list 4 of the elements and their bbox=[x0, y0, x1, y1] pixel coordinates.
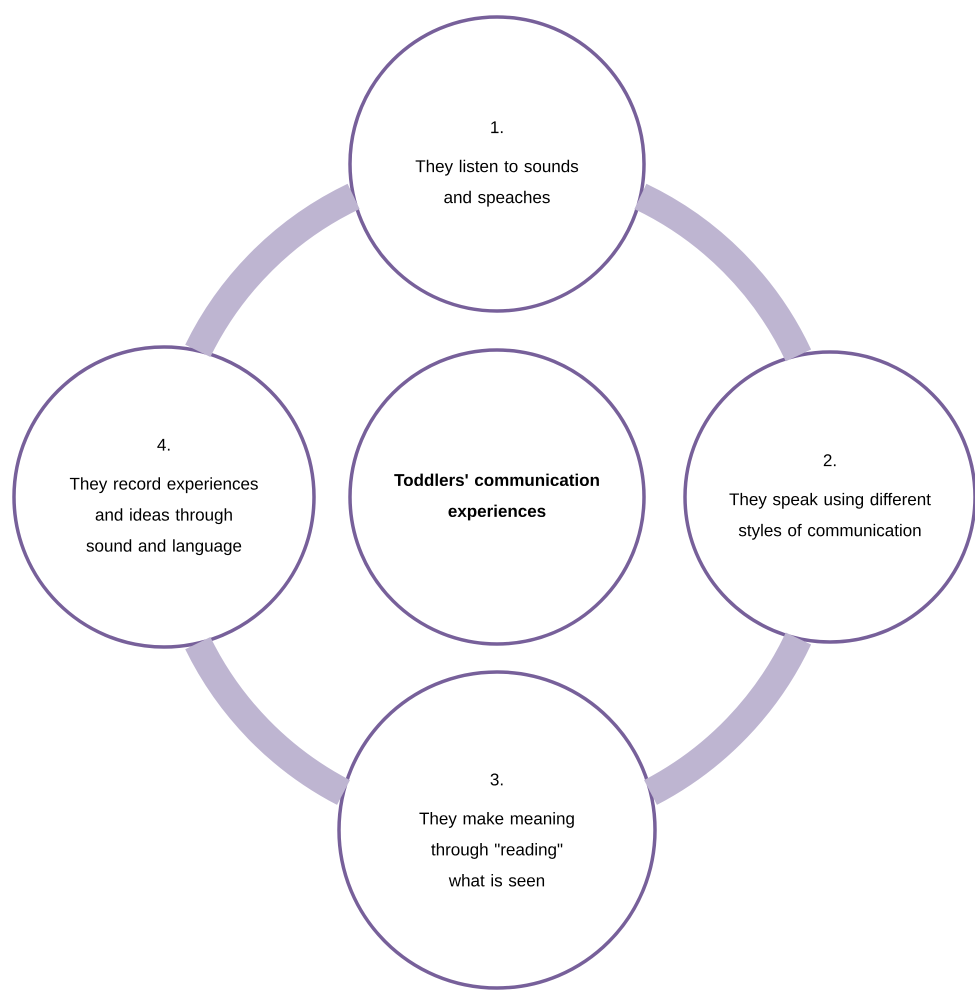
circle-node: 4. They record experiences and ideas through sound and language bbox=[12, 345, 316, 649]
circle-node: 1. They listen to sounds and speaches bbox=[348, 15, 646, 313]
circle-node: Toddlers' communication experiences bbox=[348, 348, 646, 646]
circle-node: 3. They make meaning through "reading" what is seen bbox=[337, 670, 657, 990]
